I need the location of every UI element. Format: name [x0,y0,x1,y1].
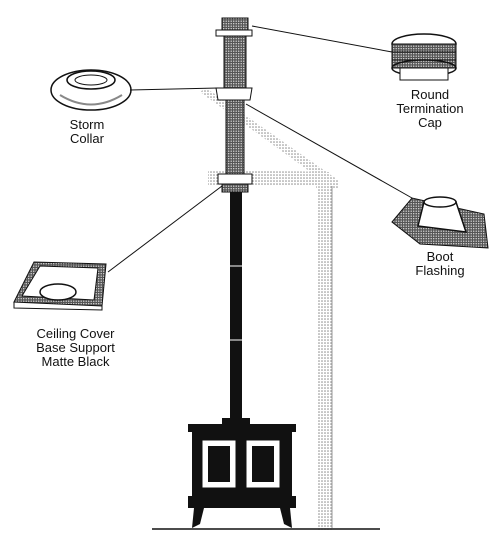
boot-flashing-part [391,196,489,249]
boot-flashing-label: Boot Flashing [400,250,480,278]
storm-collar-label-line-1: Storm [69,117,105,132]
boot-flashing-label-line-1: Boot [426,249,454,264]
storm-collar-label: Storm Collar [52,118,122,146]
ceiling-cover-label: Ceiling Cover Base Support Matte Black [8,327,143,369]
leader-line-boot-flashing [245,103,413,199]
ceiling-cover-label-line-2: Base Support [36,340,115,355]
round-termination-cap-label-line-1: Round [410,87,450,102]
ceiling-cover-part [13,261,107,311]
boot-flashing-label-line-2: Flashing [415,263,465,278]
leader-line-termination-cap [251,25,393,53]
leader-lines [107,25,413,273]
chimney-pipe [215,17,253,424]
wood-stove [188,418,296,528]
storm-collar-label-line-2: Collar [70,131,104,146]
ceiling-cover-label-line-3: Matte Black [41,354,110,369]
round-termination-cap-label: Round Termination Cap [385,88,475,130]
leader-line-ceiling-cover [107,185,223,273]
storm-collar-part [50,69,132,111]
leader-line-storm-collar [129,87,219,91]
round-termination-cap-label-line-2: Termination [396,101,464,116]
ceiling-cover-label-line-1: Ceiling Cover [36,326,115,341]
round-termination-cap-label-line-3: Cap [418,115,442,130]
round-termination-cap-part [391,33,457,81]
